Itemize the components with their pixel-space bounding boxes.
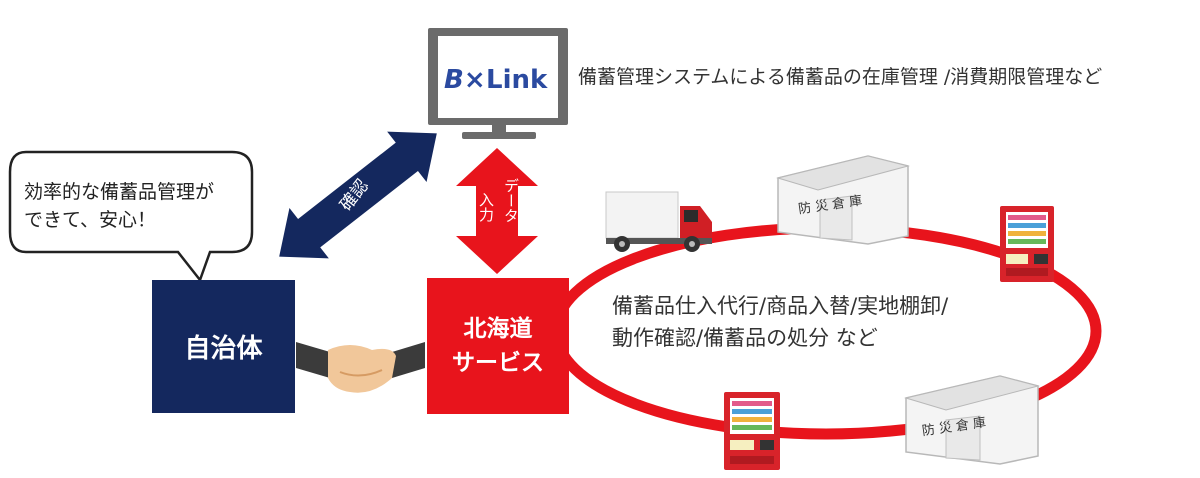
- confirm-arrow: [279, 131, 437, 259]
- handshake-icon: [296, 342, 425, 393]
- monitor-icon: [428, 28, 568, 139]
- service-label-line1: 北海道: [463, 316, 533, 342]
- municipality-box: 自治体: [152, 280, 295, 413]
- truck-icon: [605, 191, 712, 252]
- ring-service-text: 備蓄品仕入代行/商品入替/実地棚卸/ 動作確認/備蓄品の処分 など: [612, 290, 948, 354]
- vending-machine-icon-right: [1000, 206, 1054, 282]
- logo-text: Link: [486, 65, 548, 95]
- logo-prefix: B×: [444, 65, 486, 95]
- municipality-label: 自治体: [184, 334, 263, 364]
- warehouse-icon-bottom: [904, 375, 1040, 465]
- data-arrow-label-col2: データ: [502, 178, 520, 223]
- system-description: 備蓄管理システムによる備蓄品の在庫管理 /消費期限管理など: [578, 66, 1103, 88]
- ring-text-line2: 動作確認/備蓄品の処分 など: [612, 326, 878, 350]
- ring-text-line1: 備蓄品仕入代行/商品入替/実地棚卸/: [612, 294, 949, 318]
- speech-bubble-text: 効率的な備蓄品管理が できて、安心！: [24, 178, 254, 234]
- data-arrow: [456, 148, 538, 274]
- speech-bubble-line2: できて、安心！: [24, 209, 157, 231]
- speech-bubble: [8, 150, 254, 283]
- speech-bubble-line1: 効率的な備蓄品管理が: [24, 181, 215, 203]
- hokkaido-service-box: 北海道 サービス: [427, 278, 569, 414]
- service-label-line2: サービス: [452, 350, 544, 376]
- data-arrow-label-col1-html: 入力: [477, 192, 495, 222]
- vending-machine-icon-bottom: [724, 392, 780, 470]
- warehouse-icon-top: [776, 155, 910, 245]
